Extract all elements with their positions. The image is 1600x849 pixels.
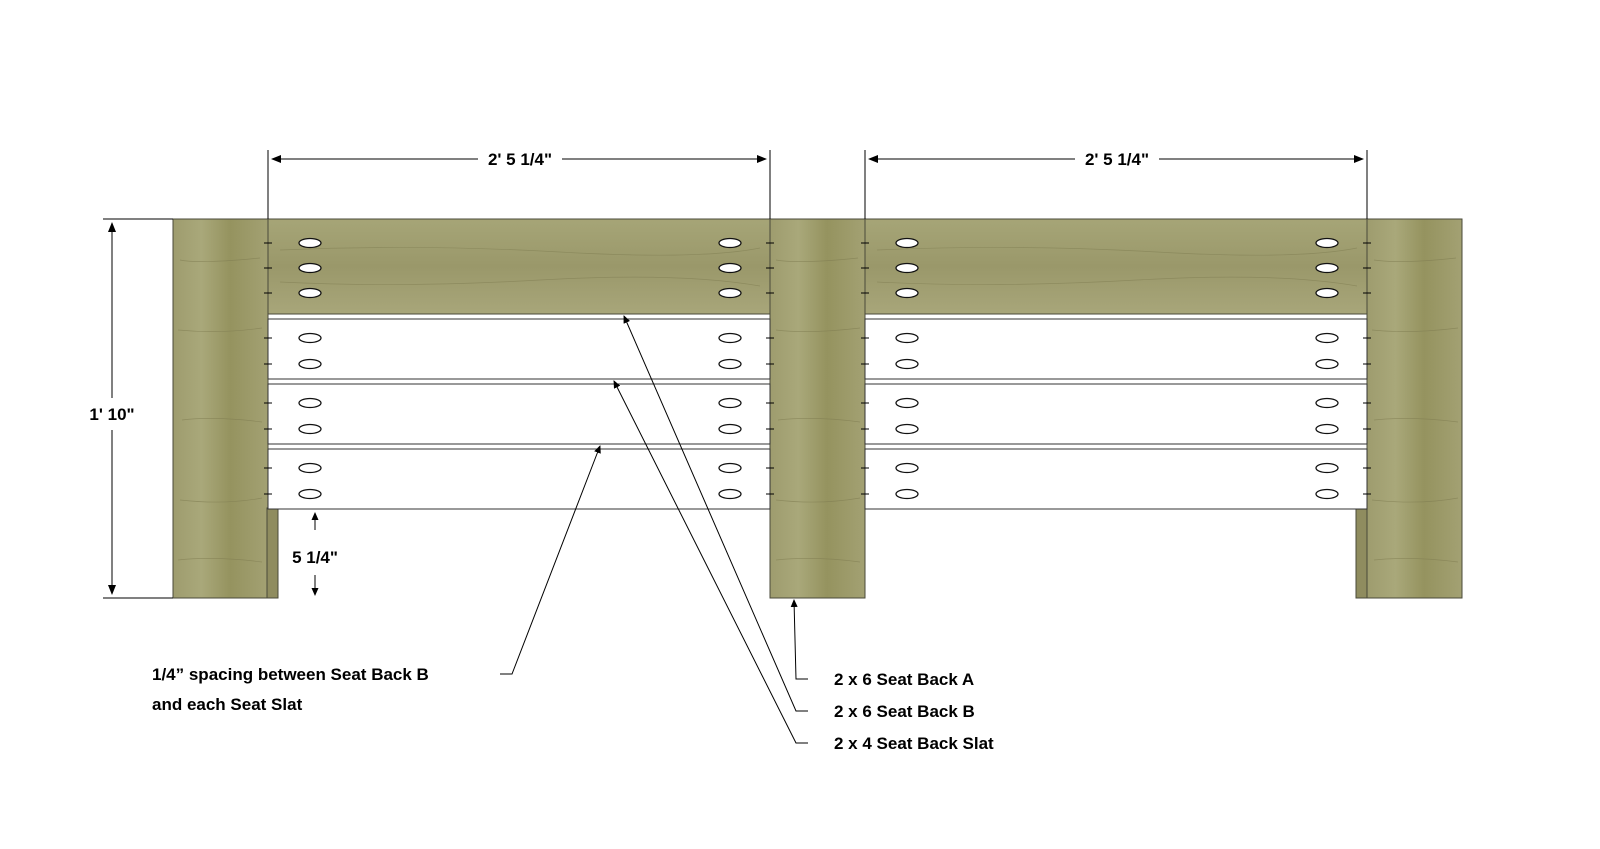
pocket-holes [264,237,1371,500]
leg-right-edge [1355,507,1368,599]
pocket-hole [298,462,322,474]
pocket-hole [298,397,322,409]
pocket-hole [718,287,742,299]
pocket-hole [298,358,322,370]
pocket-hole [1315,237,1339,249]
pocket-hole [718,237,742,249]
pocket-hole [718,488,742,500]
pocket-hole [298,488,322,500]
pocket-hole [1315,262,1339,274]
pocket-hole [1315,462,1339,474]
label-seat-back-slat: 2 x 4 Seat Back Slat [834,734,994,753]
seat-back-b-left [267,318,771,380]
pocket-hole [895,358,919,370]
dim-width-right: 2' 5 1/4" [1085,150,1149,169]
pocket-hole [1315,397,1339,409]
leg-middle [769,218,866,599]
pocket-hole [718,423,742,435]
leg-left-edge [266,507,279,599]
seat-back-slat-1-right [864,383,1368,445]
pocket-hole [718,262,742,274]
pocket-hole [718,397,742,409]
pocket-hole [895,488,919,500]
legs [172,218,1463,599]
pocket-hole [895,462,919,474]
leg-left [172,218,269,599]
callout-labels: 2 x 6 Seat Back A 2 x 6 Seat Back B 2 x … [152,665,994,753]
label-seat-back-b: 2 x 6 Seat Back B [834,702,975,721]
leg-right [1366,218,1463,599]
seat-back-a-right [864,218,1368,315]
dim-width-left: 2' 5 1/4" [488,150,552,169]
callout-leaders [500,315,808,744]
pocket-hole [718,332,742,344]
pocket-hole [895,287,919,299]
pocket-hole [298,237,322,249]
pocket-hole [895,423,919,435]
pocket-hole [298,262,322,274]
seat-back-b-right [864,318,1368,380]
pocket-hole [895,262,919,274]
pocket-hole [298,287,322,299]
pocket-hole [1315,423,1339,435]
pocket-hole [895,332,919,344]
pocket-hole [1315,488,1339,500]
dim-leg-gap: 5 1/4" [292,548,338,567]
dim-height: 1' 10" [89,405,134,424]
label-spacing-note-1: 1/4” spacing between Seat Back B [152,665,429,684]
label-spacing-note-2: and each Seat Slat [152,695,303,714]
dimension-labels: 2' 5 1/4" 2' 5 1/4" 1' 10" 5 1/4" [89,150,1149,567]
pocket-hole [298,332,322,344]
pocket-hole [718,462,742,474]
slats [267,318,1368,510]
seat-back-slat-2-right [864,448,1368,510]
pocket-hole [298,423,322,435]
pocket-hole [1315,287,1339,299]
seat-back-a-left [267,218,771,315]
pocket-hole [1315,332,1339,344]
dimension-lines [103,150,1368,599]
seat-back-slat-1-left [267,383,771,445]
pocket-hole [895,237,919,249]
label-seat-back-a: 2 x 6 Seat Back A [834,670,974,689]
pocket-hole [718,358,742,370]
pocket-hole [895,397,919,409]
seat-back-a-boards [267,218,1368,315]
pocket-hole [1315,358,1339,370]
